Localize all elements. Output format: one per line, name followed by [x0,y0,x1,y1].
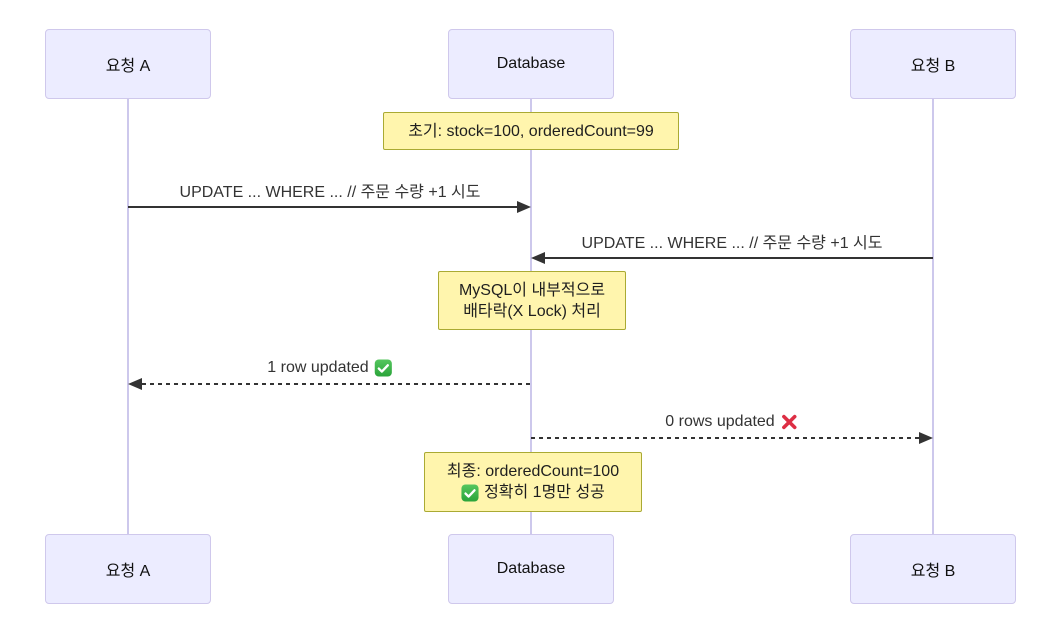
arrowhead-right-icon [919,432,933,444]
note-text-line2: 정확히 1명만 성공 [484,484,605,501]
lifeline-request-a [127,99,129,534]
message-label-update-b: UPDATE ... WHERE ... // 주문 수량 +1 시도 [581,235,883,252]
actor-request-a-bottom: 요청 A [45,534,211,604]
note-initial-state: 초기: stock=100, orderedCount=99 [383,112,679,150]
actor-label: Database [496,55,566,72]
message-label-zero-rows: 0 rows updated [665,411,798,432]
actor-label: 요청 A [105,563,151,580]
actor-database-bottom: Database [448,534,614,604]
arrowhead-left-icon [128,378,142,390]
note-text-line2: 배타락(X Lock) 처리 [463,302,601,320]
message-line-zero-rows [531,437,919,439]
actor-label: 요청 B [910,563,956,580]
actor-label: 요청 A [105,58,151,75]
message-line-one-row [142,383,531,385]
note-text: 초기: stock=100, orderedCount=99 [408,122,654,140]
note-x-lock: MySQL이 내부적으로 배타락(X Lock) 처리 [438,271,626,330]
lifeline-request-b [932,99,934,534]
actor-database-top: Database [448,29,614,99]
message-line-update-a [128,206,517,208]
note-text-line2-wrap: 정확히 1명만 성공 [461,482,605,503]
note-final-state: 최종: orderedCount=100 정확히 1명만 성공 [424,452,642,512]
note-text-line1: 최종: orderedCount=100 [446,463,620,480]
cross-mark-emoji [781,413,799,431]
message-line-update-b [545,257,933,259]
message-label-update-a: UPDATE ... WHERE ... // 주문 수량 +1 시도 [179,184,481,201]
actor-request-b-top: 요청 B [850,29,1016,99]
actor-label: 요청 B [910,58,956,75]
note-text-line1: MySQL이 내부적으로 [458,281,606,299]
white-check-mark-emoji [375,358,393,377]
actor-request-b-bottom: 요청 B [850,534,1016,604]
arrowhead-right-icon [517,201,531,213]
white-check-mark-emoji [461,483,479,502]
actor-request-a-top: 요청 A [45,29,211,99]
actor-label: Database [496,560,566,577]
message-label-one-row: 1 row updated [267,357,393,378]
arrowhead-left-icon [531,252,545,264]
